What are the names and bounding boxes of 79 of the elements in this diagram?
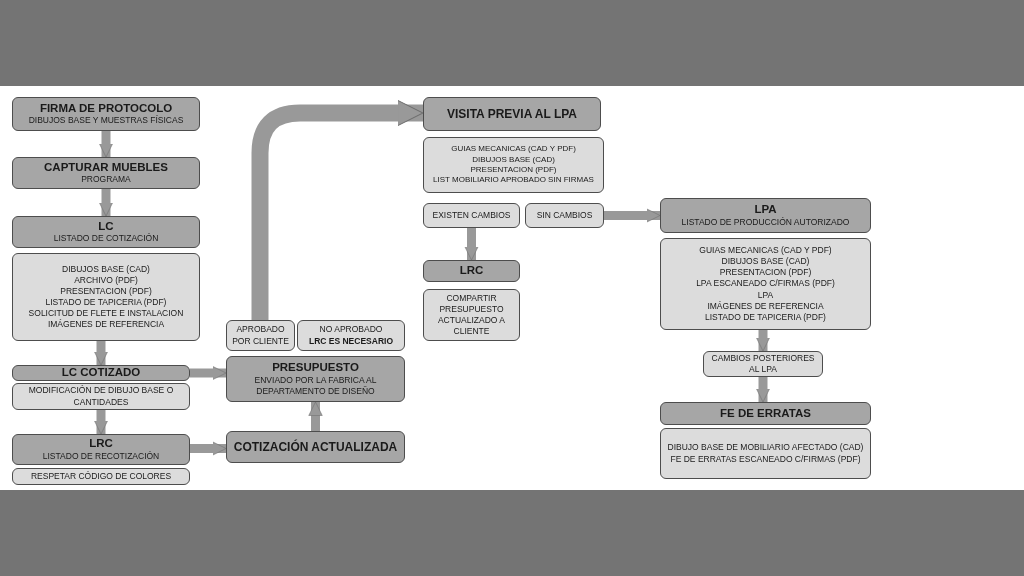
block-arrow bbox=[756, 330, 770, 352]
block-arrow bbox=[99, 131, 113, 158]
step-subtitle: LISTADO DE COTIZACIÓN bbox=[53, 233, 159, 245]
step-box bbox=[12, 216, 200, 248]
detail-text: PRESENTACION (PDF) bbox=[719, 267, 812, 279]
detail-box bbox=[297, 320, 405, 351]
step-subtitle: PROGRAMA bbox=[81, 174, 131, 186]
block-arrow bbox=[94, 341, 108, 366]
step-box bbox=[660, 402, 871, 425]
step-box bbox=[12, 365, 190, 381]
detail-text: PRESENTACION (PDF) bbox=[470, 165, 557, 176]
detail-box bbox=[703, 351, 823, 377]
step-title: COTIZACIÓN ACTUALIZADA bbox=[233, 439, 398, 455]
detail-text: IMÁGENES DE REFERENCIA bbox=[707, 300, 824, 312]
detail-text: LPA ESCANEADO C/FIRMAS (PDF) bbox=[696, 278, 835, 290]
detail-text: LISTADO DE TAPICERIA (PDF) bbox=[705, 311, 826, 323]
block-arrow bbox=[308, 401, 323, 431]
detail-box bbox=[423, 137, 604, 193]
detail-text: NO APROBADO bbox=[319, 324, 383, 336]
detail-box bbox=[423, 289, 520, 341]
detail-box bbox=[12, 253, 200, 341]
block-arrow bbox=[251, 99, 424, 320]
detail-text: MODIFICACIÓN DE DIBUJO BASE O CANTIDADES bbox=[27, 385, 175, 408]
step-subtitle: LISTADO DE PRODUCCIÓN AUTORIZADO bbox=[681, 216, 850, 228]
step-subtitle: LISTADO DE RECOTIZACIÓN bbox=[42, 450, 160, 462]
step-title: LRC bbox=[459, 264, 484, 278]
detail-text: GUIAS MECANICAS (CAD Y PDF) bbox=[699, 245, 832, 257]
detail-text: DIBUJO BASE DE MOBILIARIO AFECTADO (CAD) bbox=[667, 442, 864, 454]
detail-text: FE DE ERRATAS ESCANEADO C/FIRMAS (PDF) bbox=[670, 453, 861, 465]
step-title: VISITA PREVIA AL LPA bbox=[447, 106, 577, 122]
step-title: LC bbox=[98, 219, 114, 233]
step-box bbox=[226, 356, 405, 402]
detail-text: SOLICITUD DE FLETE E INSTALACION bbox=[28, 308, 184, 319]
block-arrow bbox=[94, 410, 108, 435]
detail-box bbox=[12, 383, 190, 410]
step-box bbox=[660, 198, 871, 233]
step-box bbox=[12, 97, 200, 131]
block-arrow bbox=[190, 366, 227, 380]
block-arrow bbox=[190, 441, 227, 456]
detail-text: EXISTEN CAMBIOS bbox=[432, 209, 511, 221]
detail-text: RESPETAR CÓDIGO DE COLORES bbox=[30, 470, 172, 482]
detail-box bbox=[660, 238, 871, 330]
step-title: FIRMA DE PROTOCOLO bbox=[39, 101, 173, 115]
step-title: LC COTIZADO bbox=[61, 366, 141, 380]
block-arrow bbox=[99, 189, 113, 217]
step-title: PRESUPUESTO bbox=[272, 361, 359, 375]
detail-box bbox=[423, 203, 520, 228]
detail-text: PRESENTACION (PDF) bbox=[60, 285, 152, 297]
step-title: FE DE ERRATAS bbox=[720, 406, 811, 421]
step-box bbox=[12, 157, 200, 189]
detail-text: LPA bbox=[757, 289, 774, 301]
step-subtitle: ENVIADO POR LA FABRICA AL DEPARTAMENTO DE DISEÑO bbox=[253, 374, 378, 397]
detail-text: COMPARTIR PRESUPUESTO ACTUALIZADO A CLIENTE bbox=[436, 292, 507, 338]
step-subtitle: DIBUJOS BASE Y MUESTRAS FÍSICAS bbox=[28, 115, 184, 127]
step-box bbox=[12, 434, 190, 465]
block-arrow bbox=[464, 228, 479, 261]
detail-text: LIST MOBILIARIO APROBADO SIN FIRMAS bbox=[433, 175, 594, 186]
step-box bbox=[423, 97, 601, 131]
detail-text: ARCHIVO (PDF) bbox=[74, 274, 138, 286]
step-title: CAPTURAR MUEBLES bbox=[44, 160, 168, 175]
detail-text: LRC ES NECESARIO bbox=[308, 335, 394, 347]
detail-text: IMÁGENES DE REFERENCIA bbox=[47, 319, 165, 331]
detail-box bbox=[525, 203, 604, 228]
detail-text: LISTADO DE TAPICERIA (PDF) bbox=[45, 297, 167, 309]
detail-text: SIN CAMBIOS bbox=[536, 209, 593, 221]
detail-text: DIBUJOS BASE (CAD) bbox=[721, 256, 810, 268]
detail-text: CAMBIOS POSTERIORES AL LPA bbox=[710, 352, 816, 376]
step-title: LPA bbox=[754, 203, 777, 217]
block-arrow bbox=[756, 377, 770, 403]
step-box bbox=[226, 431, 405, 463]
step-box bbox=[423, 260, 520, 282]
detail-box bbox=[12, 468, 190, 485]
detail-text: DIBUJOS BASE (CAD) bbox=[472, 154, 555, 165]
detail-text: APROBADO POR CLIENTE bbox=[231, 324, 290, 347]
detail-text: GUIAS MECANICAS (CAD Y PDF) bbox=[451, 144, 576, 155]
detail-text: DIBUJOS BASE (CAD) bbox=[62, 263, 150, 275]
step-title: LRC bbox=[89, 437, 113, 451]
detail-box bbox=[660, 428, 871, 479]
block-arrow bbox=[604, 208, 661, 223]
